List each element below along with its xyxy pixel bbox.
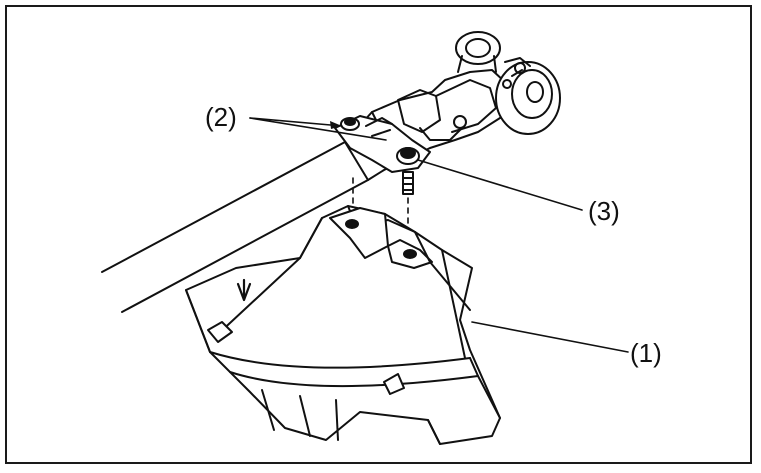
leader-lines <box>249 117 629 353</box>
nut-3 <box>396 147 420 195</box>
shaft-tube <box>101 141 369 313</box>
callout-part-3: (3) <box>588 196 620 226</box>
guard-1 <box>185 205 501 445</box>
bolt-2 <box>340 117 360 131</box>
callout-part-2: (2) <box>205 102 237 132</box>
callout-part-1: (1) <box>630 338 662 368</box>
